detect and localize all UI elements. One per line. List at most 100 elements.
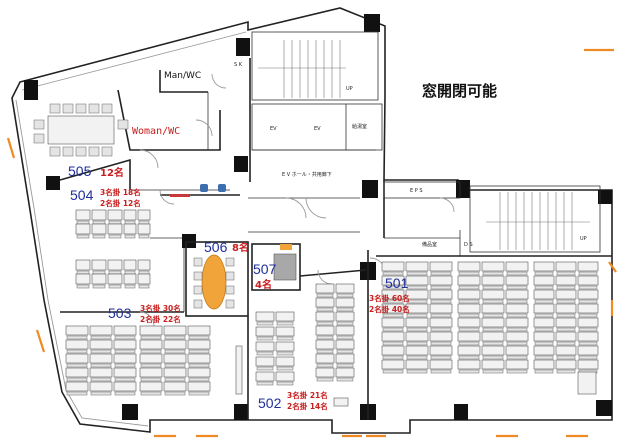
desk — [429, 303, 453, 314]
desk — [533, 275, 555, 286]
desk — [123, 209, 137, 221]
chair — [140, 363, 162, 368]
desk — [107, 259, 123, 271]
woman-wc-label: Woman/WC — [132, 126, 180, 137]
chair — [382, 313, 404, 318]
desk — [137, 273, 151, 285]
desk — [113, 381, 137, 392]
hall-chairs — [170, 184, 226, 197]
desk — [481, 317, 505, 328]
chair — [193, 285, 203, 295]
chair — [336, 377, 354, 382]
chair — [76, 284, 90, 289]
chair — [140, 349, 162, 354]
desk — [505, 275, 529, 286]
chair — [430, 313, 452, 318]
chair — [458, 341, 480, 346]
chair — [256, 321, 274, 326]
chair — [482, 327, 504, 332]
chair — [578, 285, 598, 290]
desk — [533, 303, 555, 314]
desk — [163, 381, 187, 392]
chair — [336, 321, 354, 326]
desk — [123, 273, 137, 285]
room-506-capacity: 8名 — [232, 241, 249, 254]
desk — [163, 325, 187, 336]
chair — [276, 381, 294, 386]
chair — [90, 363, 112, 368]
chair — [108, 270, 122, 275]
desk — [555, 345, 577, 356]
chair — [33, 133, 45, 144]
chair — [482, 285, 504, 290]
room-501-number: 501 — [385, 275, 409, 291]
chair — [534, 341, 554, 346]
desk — [555, 289, 577, 300]
chair — [382, 285, 404, 290]
columns — [24, 14, 612, 420]
chair — [256, 336, 274, 341]
room-501-cap-line2: 2名掛 40名 — [369, 304, 410, 314]
desk — [335, 367, 355, 378]
chair — [506, 327, 528, 332]
desk — [577, 303, 599, 314]
room-506-furniture — [193, 254, 235, 310]
man-wc-label: Man/WC — [164, 71, 201, 81]
chair — [406, 299, 428, 304]
chair — [430, 271, 452, 276]
chair — [482, 341, 504, 346]
desk — [457, 303, 481, 314]
desk — [315, 283, 335, 294]
chair — [256, 366, 274, 371]
chair — [66, 391, 88, 396]
desk — [187, 353, 211, 364]
desk — [577, 289, 599, 300]
desk — [275, 326, 295, 337]
chair — [458, 327, 480, 332]
desk — [335, 353, 355, 364]
desk — [555, 359, 577, 370]
chair — [316, 293, 334, 298]
chair — [382, 369, 404, 374]
desk — [429, 359, 453, 370]
chair — [76, 220, 90, 225]
desk — [533, 345, 555, 356]
cabinet — [577, 371, 597, 395]
chair — [92, 220, 106, 225]
desk — [113, 339, 137, 350]
chair — [382, 271, 404, 276]
desk — [163, 353, 187, 364]
chair — [140, 377, 162, 382]
desk — [533, 289, 555, 300]
desk — [65, 367, 89, 378]
room-503-number: 503 — [108, 305, 132, 321]
chair — [556, 313, 576, 318]
desk — [505, 359, 529, 370]
chair — [406, 271, 428, 276]
chair — [76, 234, 90, 239]
desk — [255, 356, 275, 367]
chair — [188, 377, 210, 382]
room-502-number: 502 — [258, 395, 282, 411]
desk — [187, 381, 211, 392]
desk — [429, 275, 453, 286]
chair — [114, 391, 136, 396]
chair — [225, 285, 235, 295]
chair — [138, 220, 150, 225]
desk — [457, 331, 481, 342]
interior-walls — [59, 58, 612, 420]
desk — [75, 259, 91, 271]
desk — [457, 289, 481, 300]
chair — [75, 146, 87, 157]
ev-label-1: EV — [270, 126, 277, 132]
desk — [315, 339, 335, 350]
chair — [556, 327, 576, 332]
desk — [481, 345, 505, 356]
chair — [556, 355, 576, 360]
desk — [255, 341, 275, 352]
desk — [577, 345, 599, 356]
chair — [382, 355, 404, 360]
chair — [316, 349, 334, 354]
desk — [91, 259, 107, 271]
